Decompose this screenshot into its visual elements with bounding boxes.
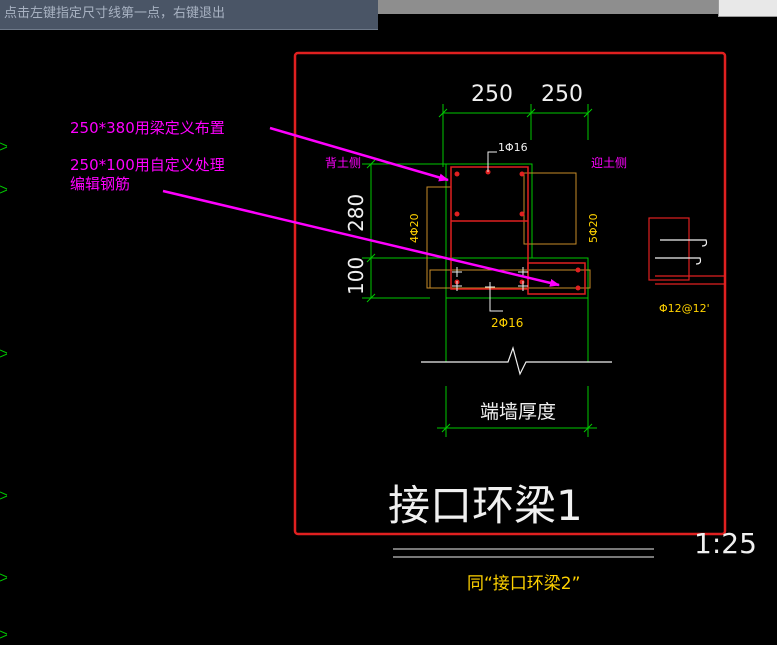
detail-scale: 1:25 bbox=[694, 527, 757, 560]
side-label-right: 迎土侧 bbox=[591, 156, 627, 170]
dim-top-right: 250 bbox=[541, 82, 583, 107]
rebar-top-label: 1Φ16 bbox=[498, 141, 528, 154]
dim-left-lower: 100 bbox=[344, 257, 368, 295]
annotation-note-2-line1: 250*100用自定义处理 bbox=[70, 156, 225, 174]
detail-frame bbox=[293, 51, 727, 536]
left-edge-ticks bbox=[0, 142, 8, 639]
rebar-leaders bbox=[487, 151, 503, 312]
annotation-arrows bbox=[162, 126, 560, 287]
dim-top-left: 250 bbox=[471, 82, 513, 107]
command-prompt-text: 点击左键指定尺寸线第一点，右键退出 bbox=[4, 6, 226, 21]
side-label-left: 背土侧 bbox=[325, 156, 361, 170]
annotation-note-2-line2: 编辑钢筋 bbox=[70, 175, 130, 193]
dimension-lines bbox=[362, 104, 597, 437]
toolbar-right-box[interactable] bbox=[718, 0, 777, 17]
subtitle-rules bbox=[393, 548, 654, 558]
rebar-bottom-label: 2Φ16 bbox=[491, 316, 523, 330]
rebar-dots bbox=[454, 169, 581, 291]
stirrup-label: Φ12@12' bbox=[659, 302, 710, 315]
break-line bbox=[421, 345, 612, 376]
rebar-left-label: 4Φ20 bbox=[408, 213, 421, 243]
dim-bottom-label: 端墙厚度 bbox=[480, 401, 556, 423]
dim-left-upper: 280 bbox=[344, 194, 368, 232]
detail-subtitle: 同“接口环梁2” bbox=[467, 574, 580, 594]
stirrup-detail bbox=[648, 217, 724, 285]
command-prompt-panel: 点击左键指定尺寸线第一点，右键退出 bbox=[0, 0, 378, 30]
detail-title: 接口环梁1 bbox=[388, 481, 583, 530]
annotation-note-1: 250*380用梁定义布置 bbox=[70, 119, 225, 137]
rebar-right-label: 5Φ20 bbox=[587, 213, 600, 243]
